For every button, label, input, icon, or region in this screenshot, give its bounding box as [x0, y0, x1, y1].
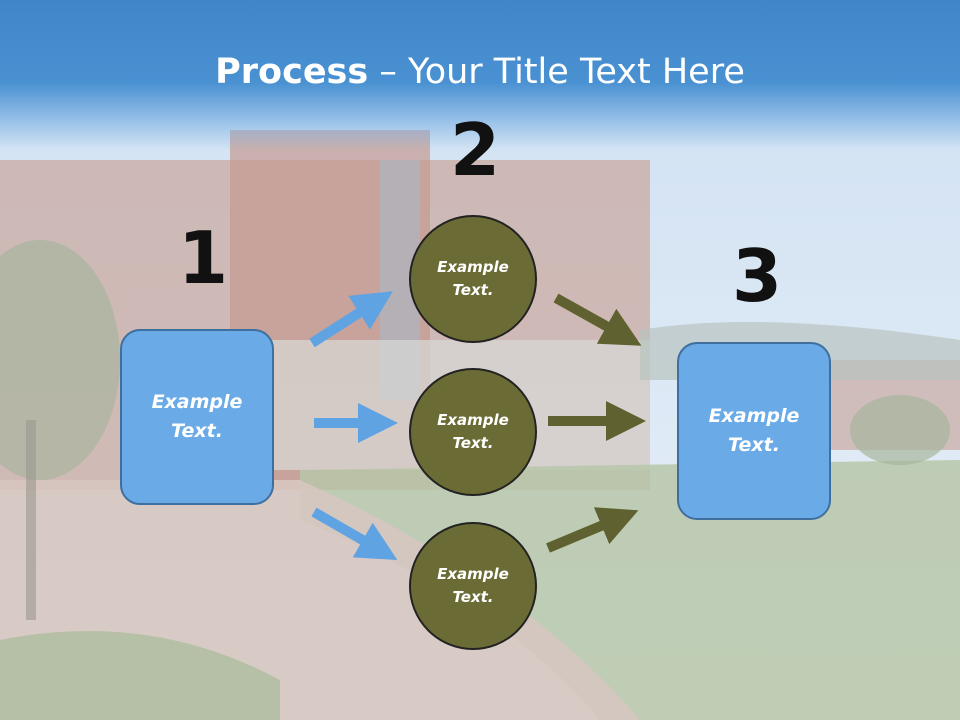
arrow-bottom-to-right: [546, 507, 639, 553]
arrow-left-to-bottom: [311, 507, 398, 560]
title-rest: – Your Title Text Here: [368, 52, 745, 92]
arrow-left-to-top: [309, 291, 393, 348]
left-box-line1: Example: [151, 391, 243, 413]
left-process-box: Example Text.: [120, 329, 274, 505]
circle-bottom-line1: Example: [437, 565, 509, 583]
process-circle-middle: Example Text.: [409, 368, 537, 496]
process-circle-top: Example Text.: [409, 215, 537, 343]
left-box-line2: Text.: [171, 420, 223, 442]
slide-title: Process – Your Title Text Here: [0, 52, 960, 92]
circle-top-line1: Example: [437, 258, 509, 276]
step-number-1: 1: [178, 216, 229, 300]
circle-bottom-line2: Text.: [452, 588, 494, 606]
circle-top-line2: Text.: [452, 281, 494, 299]
right-box-line2: Text.: [728, 434, 780, 456]
arrow-top-to-right: [553, 293, 642, 346]
step-number-3: 3: [732, 234, 783, 318]
process-circle-bottom: Example Text.: [409, 522, 537, 650]
right-box-line1: Example: [708, 405, 800, 427]
title-bold: Process: [215, 52, 369, 92]
circle-middle-line1: Example: [437, 411, 509, 429]
header-band: [0, 0, 960, 150]
step-number-2: 2: [450, 108, 501, 192]
circle-middle-line2: Text.: [452, 434, 494, 452]
right-process-box: Example Text.: [677, 342, 831, 520]
